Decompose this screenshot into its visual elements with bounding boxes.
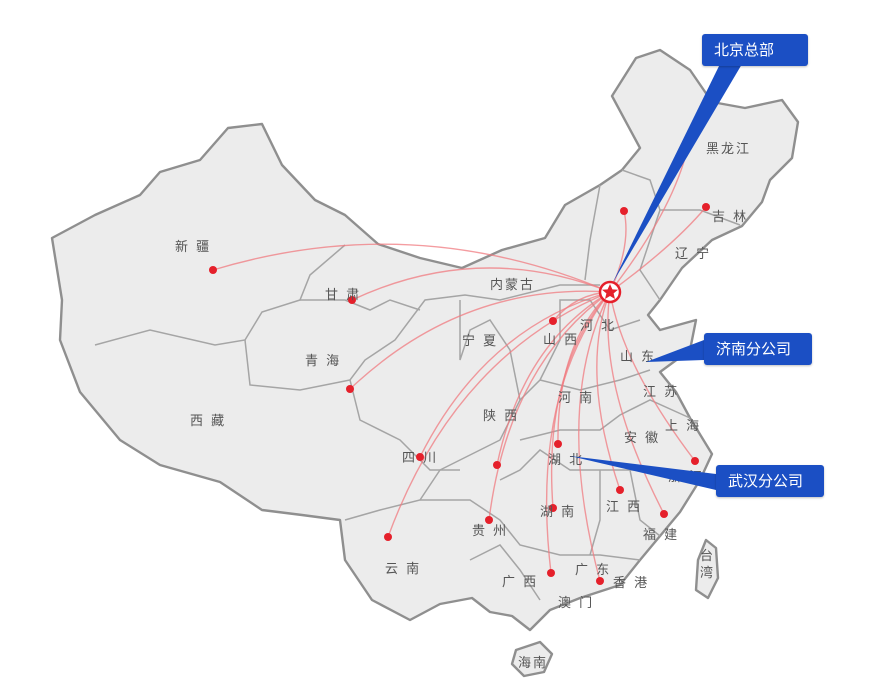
- label-xizang: 西 藏: [190, 414, 226, 429]
- route-lines: [212, 136, 707, 582]
- label-xianggang: 香 港: [613, 576, 649, 591]
- taiwan-island: [694, 538, 720, 600]
- route-line-8: [557, 291, 611, 445]
- label-guangxi: 广 西: [502, 575, 538, 590]
- label-heilongjiang: 黑龙江: [706, 142, 751, 157]
- city-dot-14: [616, 486, 624, 494]
- route-line-2: [349, 290, 611, 390]
- label-xinjiang: 新 疆: [175, 239, 211, 255]
- label-ningxia: 宁 夏: [462, 333, 498, 349]
- city-dot-16: [596, 577, 604, 585]
- city-dot-2: [346, 385, 354, 393]
- callout-wuhan: 武汉分公司: [716, 465, 824, 497]
- route-line-13: [609, 291, 696, 462]
- label-jiangxi: 江 西: [606, 500, 642, 515]
- beijing-hub: [598, 280, 622, 304]
- label-guizhou: 贵 州: [472, 524, 508, 539]
- label-yunnan: 云 南: [385, 561, 421, 577]
- label-shaanxi: 陕 西: [483, 409, 519, 424]
- label-fujian: 福 建: [643, 528, 679, 543]
- label-neimenggu: 内蒙古: [490, 277, 535, 293]
- label-henan: 河 南: [558, 390, 594, 406]
- label-shandong: 山 东: [620, 350, 656, 365]
- route-line-4: [387, 291, 611, 538]
- city-dot-9: [549, 317, 557, 325]
- route-line-16: [578, 291, 611, 582]
- city-dot-13: [691, 457, 699, 465]
- route-line-17: [545, 291, 611, 574]
- city-dot-4: [384, 533, 392, 541]
- province-borders: [94, 169, 741, 601]
- label-jiangsu: 江 苏: [643, 384, 679, 400]
- city-dot-1: [348, 296, 356, 304]
- label-hainan: 海南: [518, 655, 548, 671]
- label-anhui: 安 徽: [624, 431, 660, 446]
- city-dot-0: [209, 266, 217, 274]
- city-dot-8: [554, 440, 562, 448]
- city-dot-7: [493, 461, 501, 469]
- label-taiwan-2: 湾: [700, 565, 713, 581]
- label-guangdong: 广 东: [575, 563, 611, 578]
- city-dot-5: [485, 516, 493, 524]
- label-jilin: 吉 林: [712, 210, 748, 225]
- route-line-15: [607, 291, 665, 515]
- route-line-7: [496, 291, 611, 466]
- city-dot-3: [416, 453, 424, 461]
- label-liaoning: 辽 宁: [675, 246, 711, 262]
- city-dot-17: [547, 569, 555, 577]
- jinan-callout-pointer: [646, 340, 704, 362]
- route-line-0: [212, 243, 611, 293]
- wuhan-callout-pointer: [570, 456, 716, 490]
- province-labels: 新 疆 西 藏 青 海 甘 肃 内蒙古 宁 夏 山 西 河 北 陕 西 四 川 …: [175, 142, 751, 671]
- label-shanxi: 山 西: [543, 333, 579, 348]
- city-dot-10: [620, 207, 628, 215]
- callout-beijing: 北京总部: [702, 34, 808, 66]
- label-gansu: 甘 肃: [325, 288, 361, 303]
- route-line-3: [419, 291, 611, 458]
- route-line-1: [351, 267, 611, 301]
- label-aomen: 澳 门: [558, 595, 594, 611]
- label-hunan: 湖 南: [540, 504, 576, 520]
- label-taiwan-1: 台: [700, 549, 713, 564]
- label-hubei: 湖 北: [548, 453, 584, 468]
- callout-jinan: 济南分公司: [704, 333, 812, 365]
- city-dots: [209, 133, 710, 585]
- city-dot-15: [660, 510, 668, 518]
- beijing-callout-pointer: [612, 64, 742, 284]
- city-dot-12: [702, 203, 710, 211]
- label-hebei: 河 北: [580, 319, 616, 334]
- city-dot-6: [549, 504, 557, 512]
- label-shanghai: 上 海: [665, 419, 701, 434]
- label-sichuan: 四 川: [402, 451, 438, 466]
- hainan-island: [510, 640, 554, 678]
- label-qinghai: 青 海: [305, 354, 341, 369]
- star-icon: [602, 284, 618, 299]
- route-line-5: [488, 291, 611, 521]
- route-line-12: [609, 206, 707, 293]
